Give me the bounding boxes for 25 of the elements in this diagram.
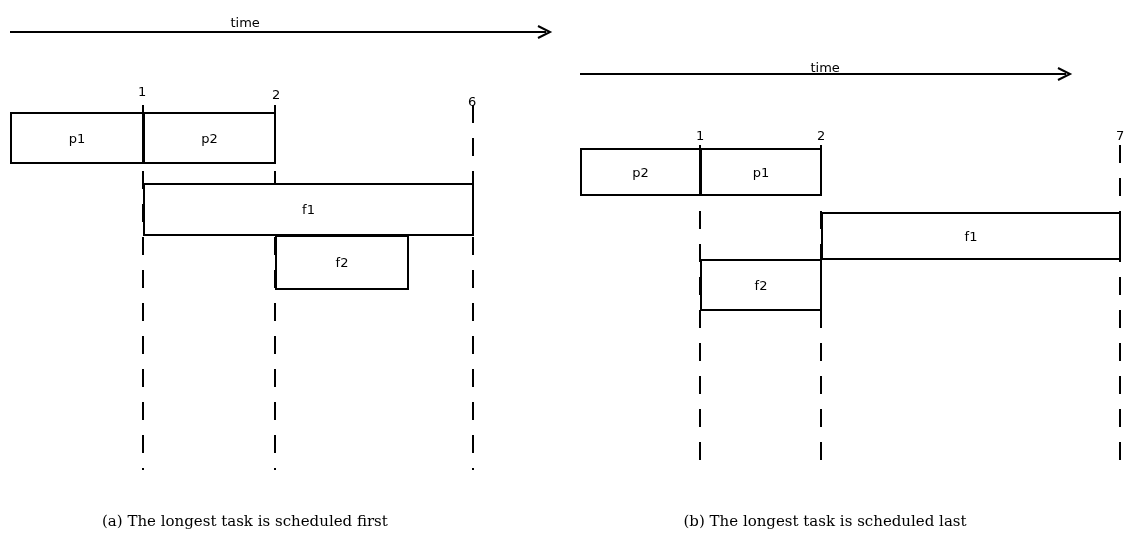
task-bar — [700, 148, 822, 196]
task-bar — [275, 235, 409, 290]
task-bar — [143, 183, 474, 236]
task-label: p2 — [632, 164, 649, 180]
task-label: p1 — [68, 130, 86, 146]
tick-label: 1 — [138, 84, 147, 99]
task-label: f2 — [754, 277, 768, 293]
caption: (b) The longest task is scheduled last — [683, 512, 967, 530]
task-bar — [821, 212, 1121, 260]
task-label: f1 — [302, 202, 315, 217]
task-label: p1 — [752, 164, 770, 180]
caption: (a) The longest task is scheduled first — [102, 512, 388, 530]
task-bar — [580, 148, 701, 196]
tick-label: 2 — [817, 128, 826, 143]
task-label: f1 — [964, 228, 978, 244]
task-bar — [700, 259, 822, 311]
axis-label: time — [230, 15, 260, 30]
axis-label: time — [810, 60, 840, 75]
task-bar — [10, 112, 144, 164]
task-bar — [143, 112, 276, 164]
task-label: p2 — [201, 130, 218, 146]
task-label: f2 — [335, 255, 349, 270]
tick-label: 2 — [272, 87, 281, 102]
tick-label: 7 — [1116, 128, 1125, 143]
tick-label: 1 — [696, 128, 705, 143]
